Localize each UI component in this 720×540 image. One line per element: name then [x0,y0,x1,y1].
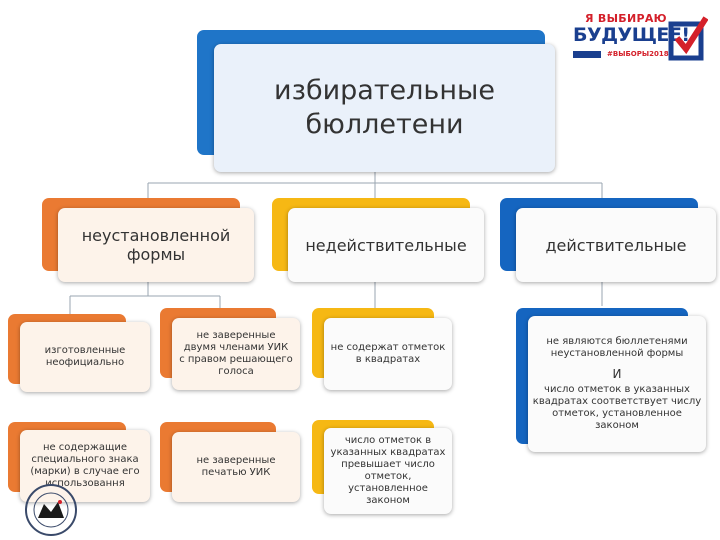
category-valid-label: действительные [545,235,687,255]
item-text: не заверенные [196,330,276,341]
logo-line2: БУДУЩЕЕ! [573,24,690,46]
item-text: не являются бюллетенями [546,336,688,347]
item-text: не содержащие [42,442,128,453]
category-unofficial-line2: формы [126,245,186,264]
logo-badge [573,51,601,58]
item-text: отметок, установленное [552,408,682,419]
category-unofficial-line1: неустановленной [81,226,231,245]
item-text: неофициально [45,357,125,368]
item-text: голоса [218,366,254,377]
commission-seal-icon [25,484,77,536]
item-text: превышает число [341,459,435,470]
item-text: с правом решающего [179,354,293,365]
item-text: число отметок в указанных [544,384,690,395]
item-text: установленное [348,483,428,494]
item-text: число отметок в [344,435,432,446]
elections-logo: Я ВЫБИРАЮ БУДУЩЕЕ! #ВЫБОРЫ2018 [573,12,708,67]
item-text: квадратах соответствует числу [532,396,702,407]
item-text: специального знака [31,454,139,465]
item-text: двумя членами УИК [183,342,289,353]
item-text: (марки) в случае его [30,466,140,477]
logo-hashtag: #ВЫБОРЫ2018 [607,50,669,58]
root-title-line2: бюллетени [305,109,464,140]
item-text: не заверенные [196,455,276,466]
item-text: в квадратах [355,354,421,365]
item-text: не содержат отметок [330,342,446,353]
logo-line1: Я ВЫБИРАЮ [585,12,667,25]
item-text: печатью УИК [201,467,271,478]
conjunction-and: И [612,367,622,381]
item-text: законом [595,420,639,431]
item-text: использовання [45,478,125,489]
item-text: законом [366,495,410,506]
checkmark-icon [668,16,708,61]
item-text: указанных квадратах [330,447,446,458]
category-invalid-label: недействительные [305,235,467,255]
item-text: неустановленной формы [550,348,684,359]
item-text: изготовленные [44,345,126,356]
item-text: отметок, [364,471,412,482]
root-title-line1: избирательные [274,75,495,106]
